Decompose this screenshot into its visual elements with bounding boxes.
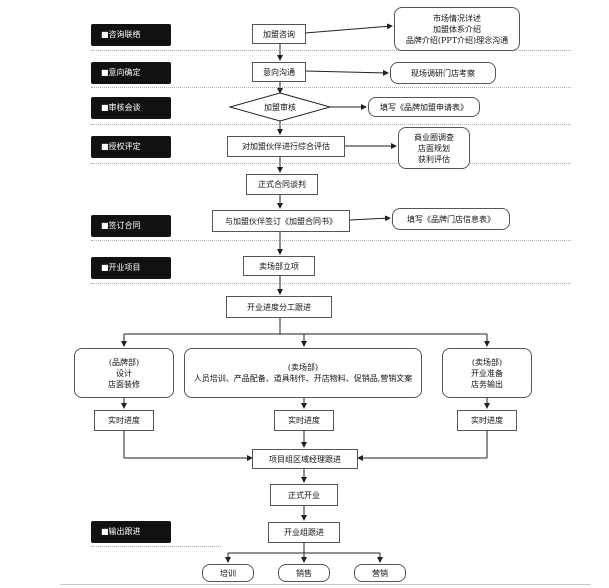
realtime-right-box: 实时进度: [457, 410, 517, 431]
eval-line-3: 获利评估: [418, 154, 450, 164]
brand-line-3: 店面装修: [108, 379, 140, 389]
page-bottom-border: [60, 584, 591, 585]
sign-contract-box: 与加盟伙伴签订《加盟合同书》: [212, 210, 350, 232]
review-label: 加盟审核: [264, 102, 296, 112]
store-info-box: 填写《品牌门店信息表》: [392, 208, 510, 230]
separator: [91, 283, 571, 284]
training-box: 培训: [202, 564, 254, 582]
stage-intent: ■意向确定: [91, 62, 171, 84]
official-opening-box: 正式开业: [270, 484, 338, 506]
store2-dept-box: (卖场部) 开业准备 店务输出: [442, 348, 532, 398]
evaluation-items-box: 商业圈调查 店面规划 获利评估: [398, 127, 470, 169]
separator: [91, 50, 571, 51]
market-line-3: 品牌介绍(PPT介绍)理念沟通: [405, 35, 509, 45]
negotiate-box: 正式合同谈判: [246, 174, 318, 195]
site-visit-box: 现场调研门店考察: [390, 62, 496, 84]
arrow-intent-visit: [304, 69, 389, 76]
stage-contract: ■签订合同: [91, 215, 171, 237]
arrow-sign-storeinfo: [349, 215, 391, 222]
separator: [91, 546, 221, 547]
brand-dept-box: (品牌部) 设计 店面装修: [74, 348, 174, 398]
stage-review: ■审核会谈: [91, 97, 171, 119]
brand-line-1: (品牌部): [108, 357, 140, 367]
intent-box: 意向沟通: [252, 62, 306, 82]
market-line-1: 市场情况详述: [433, 13, 481, 23]
apply-form-box: 填写《品牌加盟申请表》: [368, 97, 480, 117]
brand-line-2: 设计: [116, 368, 132, 378]
eval-line-2: 店面规划: [418, 143, 450, 153]
store2-line-1: (卖场部): [471, 357, 503, 367]
separator: [91, 240, 571, 241]
stage-consult: ■咨询联络: [91, 24, 171, 46]
progress-track-box: 开业进度分工跟进: [226, 296, 332, 318]
project-box: 卖场部立项: [243, 256, 315, 276]
store2-line-2: 开业准备: [471, 368, 503, 378]
stage-opening-project: ■开业项目: [91, 257, 171, 279]
separator: [91, 163, 571, 164]
review-diamond: [228, 92, 332, 122]
stage-output-followup: ■输出跟进: [91, 521, 171, 543]
eval-line-1: 商业圈调查: [414, 132, 454, 142]
separator: [91, 124, 571, 125]
store2-line-3: 店务输出: [471, 379, 503, 389]
sales-box: 销售: [278, 564, 330, 582]
market-line-2: 加盟体系介绍: [433, 24, 481, 34]
arrow-consult-market: [304, 23, 393, 34]
regional-manager-box: 项目组区域经理跟进: [252, 449, 358, 469]
realtime-mid-box: 实时进度: [274, 410, 334, 431]
store-line-2: 人员培训、产品配备、道具制作、开店物料、促销品,营销文案: [193, 374, 413, 383]
store-line-1: (卖场部): [287, 363, 319, 372]
realtime-left-box: 实时进度: [94, 410, 154, 431]
followup-box: 开业组跟进: [268, 522, 340, 543]
store-dept-box: (卖场部) 人员培训、产品配备、道具制作、开店物料、促销品,营销文案: [184, 348, 422, 398]
separator: [91, 87, 571, 88]
evaluate-box: 对加盟伙伴进行综合评估: [227, 136, 345, 157]
market-intro-box: 市场情况详述 加盟体系介绍 品牌介绍(PPT介绍)理念沟通: [394, 7, 520, 51]
marketing-box: 营销: [354, 564, 406, 582]
stage-authorize: ■授权评定: [91, 136, 171, 158]
consult-box: 加盟咨询: [252, 24, 306, 44]
